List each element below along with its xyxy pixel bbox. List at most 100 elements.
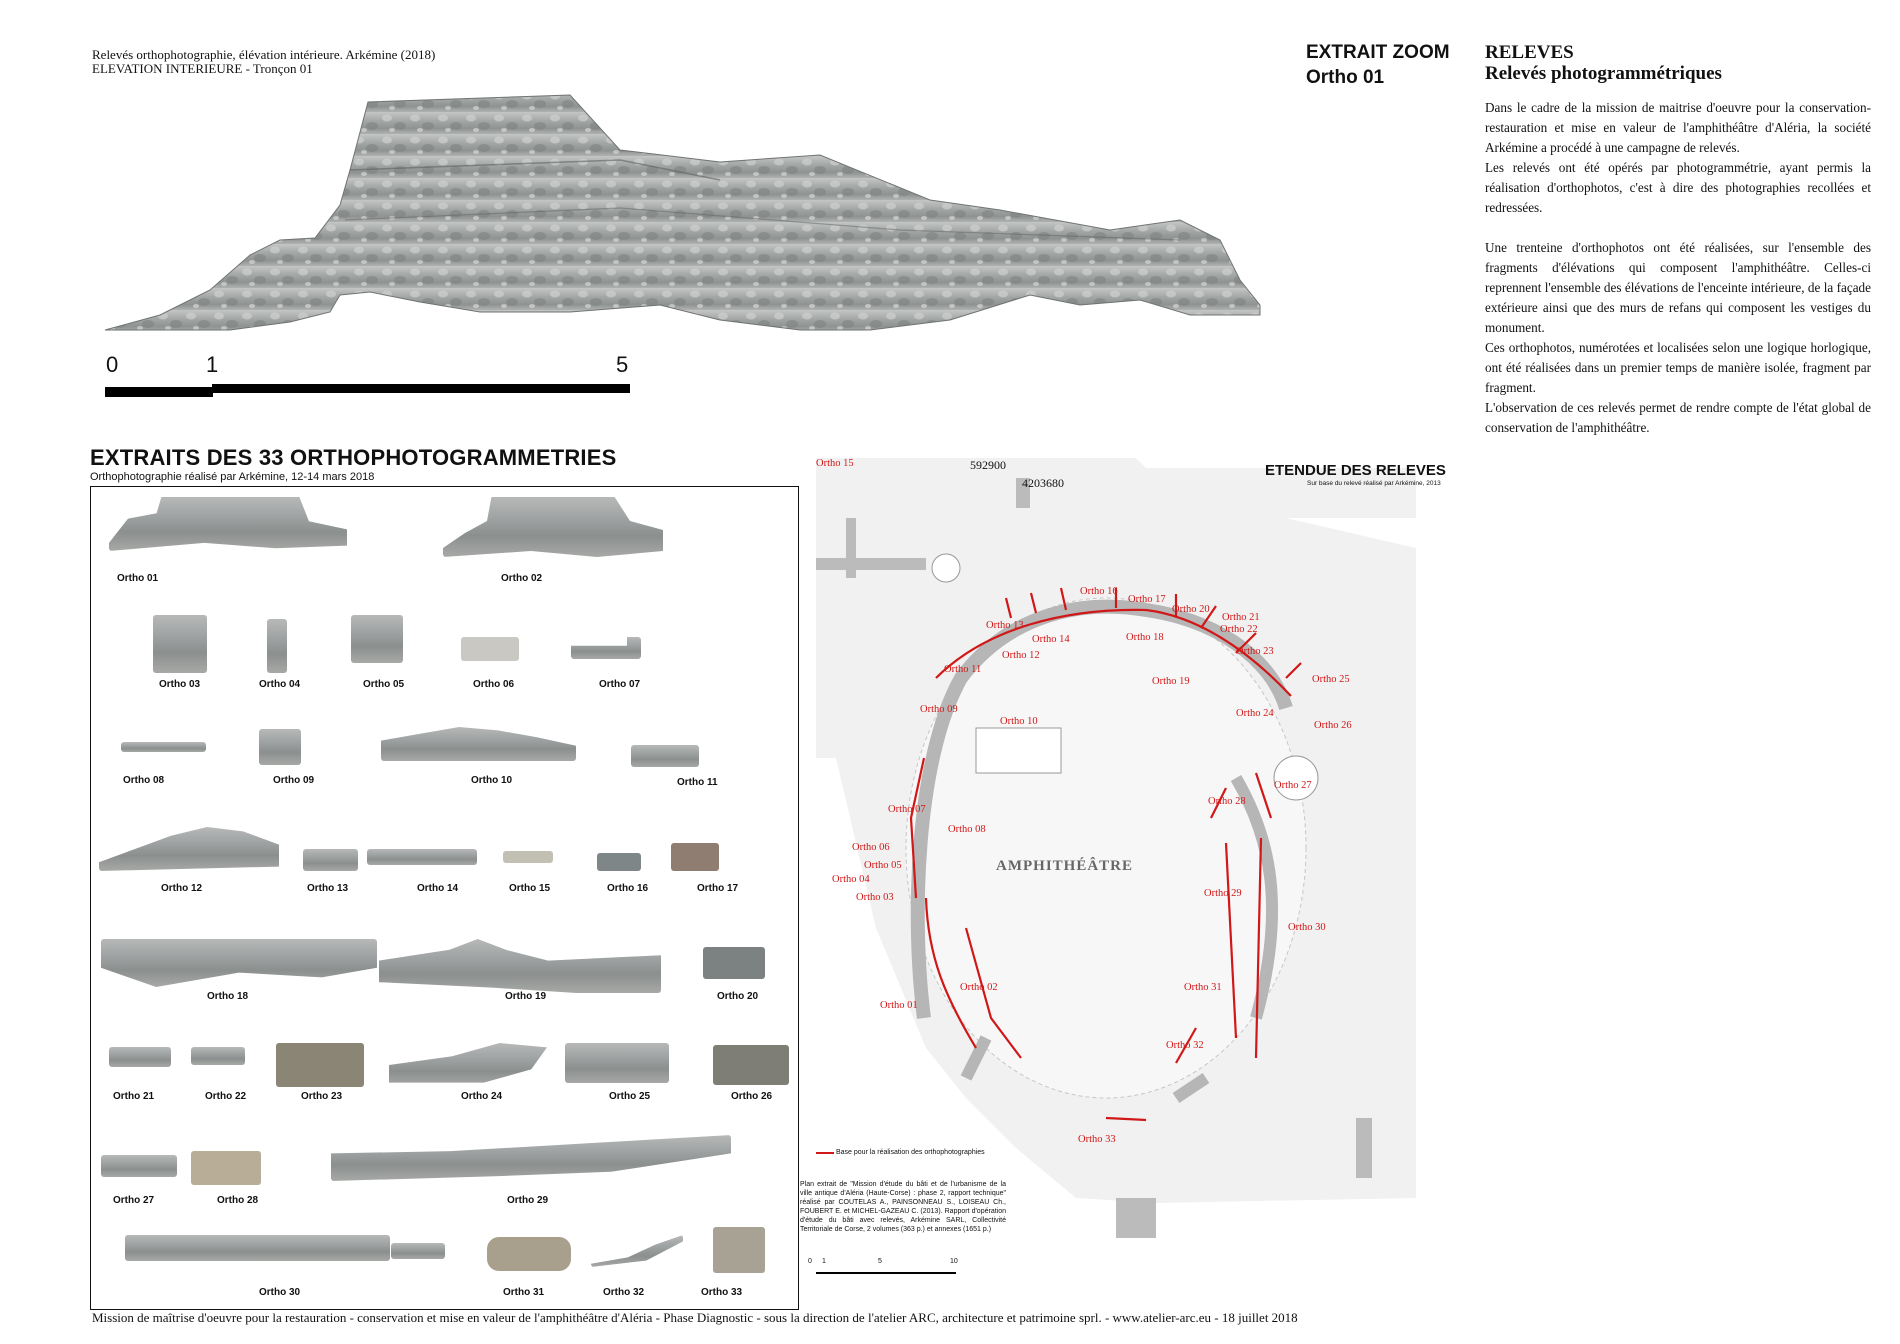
scale-bar-segment-2: [212, 384, 630, 393]
map-ortho-02: Ortho 02: [960, 982, 998, 993]
doc-header-line2: ELEVATION INTERIEURE - Tronçon 01: [92, 61, 313, 76]
ortho-13-label: Ortho 13: [307, 883, 349, 894]
map-ortho-20: Ortho 20: [1172, 604, 1210, 615]
map-ortho-30: Ortho 30: [1288, 922, 1326, 933]
ortho-18-label: Ortho 18: [207, 991, 249, 1002]
releves-para-4: Ces orthophotos, numérotées et localisée…: [1485, 340, 1871, 395]
releves-title: RELEVES: [1485, 42, 1574, 63]
map-panel: 592900 4203680 AMPHITHÉÂTRE Ortho 13 Ort…: [800, 458, 1416, 1278]
ortho-27-thumb: [101, 1155, 177, 1177]
ortho-23-thumb: [276, 1043, 364, 1087]
map-ortho-06: Ortho 06: [852, 842, 890, 853]
ortho-19-thumb: [379, 939, 661, 993]
ortho-12-label: Ortho 12: [161, 883, 203, 894]
zoom-title: EXTRAIT ZOOM: [1306, 42, 1450, 63]
ortho-28-label: Ortho 28: [217, 1195, 259, 1206]
ortho-17-thumb: [671, 843, 719, 871]
releves-para-1: Dans le cadre de la mission de maitrise …: [1485, 100, 1871, 155]
ortho-31-thumb: [487, 1237, 571, 1271]
ortho-23-label: Ortho 23: [301, 1091, 343, 1102]
ortho-16-label: Ortho 16: [607, 883, 649, 894]
ortho-11-label: Ortho 11: [677, 777, 718, 788]
ortho-01-label: Ortho 01: [117, 573, 159, 584]
ortho-09-thumb: [259, 729, 301, 765]
scale-label-5: 5: [616, 352, 629, 377]
map-ortho-19: Ortho 19: [1152, 676, 1190, 687]
ortho-27-label: Ortho 27: [113, 1195, 155, 1206]
page-footer: Mission de maîtrise d'oeuvre pour la res…: [92, 1310, 1298, 1325]
ortho-30-thumb: [125, 1235, 390, 1261]
map-ortho-15: Ortho 15: [816, 458, 854, 469]
ortho-02-thumb: [443, 497, 663, 557]
map-ortho-16: Ortho 16: [1080, 586, 1118, 597]
map-ortho-18: Ortho 18: [1126, 632, 1164, 643]
ortho-33-label: Ortho 33: [701, 1287, 743, 1298]
map-ortho-14: Ortho 14: [1032, 634, 1070, 645]
ortho-13-thumb: [303, 849, 358, 871]
ortho-16-thumb: [597, 853, 641, 871]
map-ortho-08: Ortho 08: [948, 824, 986, 835]
scale-bar-segment-1: [105, 387, 213, 397]
map-coord-x: 592900: [970, 458, 1006, 472]
ortho-31-label: Ortho 31: [503, 1287, 545, 1298]
ortho-12-thumb: [99, 827, 279, 871]
map-center-label: AMPHITHÉÂTRE: [996, 858, 1134, 874]
releves-subtitle: Relevés photogrammétriques: [1485, 63, 1722, 84]
map-scale-0: 0: [808, 1258, 812, 1265]
ortho-15-label: Ortho 15: [509, 883, 551, 894]
extraits-title: EXTRAITS DES 33 ORTHOPHOTOGRAMMETRIES: [90, 445, 617, 470]
ortho-06-thumb: [461, 637, 519, 661]
zoom-subtitle: Ortho 01: [1306, 67, 1385, 88]
ortho-01-thumb: [109, 497, 347, 551]
extraits-subtitle: Orthophotographie réalisé par Arkémine, …: [90, 471, 375, 483]
map-ortho-27: Ortho 27: [1274, 780, 1312, 791]
ortho-29-label: Ortho 29: [507, 1195, 549, 1206]
ortho-08-label: Ortho 08: [123, 775, 165, 786]
ortho-30b-thumb: [391, 1243, 445, 1259]
ortho-18-thumb: [101, 939, 377, 987]
ortho-21-label: Ortho 21: [113, 1091, 155, 1102]
ortho-05-thumb: [351, 615, 403, 663]
map-ortho-29: Ortho 29: [1204, 888, 1242, 899]
ortho-04-label: Ortho 04: [259, 679, 301, 690]
map-ortho-22: Ortho 22: [1220, 624, 1258, 635]
ortho-19-label: Ortho 19: [505, 991, 547, 1002]
releves-para-3: Une trenteine d'orthophotos ont été réal…: [1485, 240, 1871, 335]
ortho-03-thumb: [153, 615, 207, 673]
map-ortho-21: Ortho 21: [1222, 612, 1260, 623]
ortho-20-label: Ortho 20: [717, 991, 759, 1002]
map-ortho-13: Ortho 13: [986, 620, 1024, 631]
map-ortho-12: Ortho 12: [1002, 650, 1040, 661]
ortho-10-label: Ortho 10: [471, 775, 513, 786]
scale-label-1: 1: [206, 352, 219, 377]
map-ortho-07: Ortho 07: [888, 804, 926, 815]
ortho-32-label: Ortho 32: [603, 1287, 645, 1298]
ortho-21-thumb: [109, 1047, 171, 1067]
map-ortho-28: Ortho 28: [1208, 796, 1246, 807]
map-ortho-33: Ortho 33: [1078, 1134, 1116, 1145]
map-subtitle: Sur base du relevé réalisé par Arkémine,…: [1307, 480, 1441, 487]
ortho-09-label: Ortho 09: [273, 775, 315, 786]
releves-text: Dans le cadre de la mission de maitrise …: [1485, 98, 1871, 438]
map-ortho-11: Ortho 11: [944, 664, 982, 675]
ortho-02-label: Ortho 02: [501, 573, 543, 584]
map-title: ETENDUE DES RELEVES: [1265, 462, 1446, 479]
releves-para-2: Les relevés ont été opérés par photogram…: [1485, 160, 1871, 215]
ortho-07-label: Ortho 07: [599, 679, 641, 690]
ortho-01-zoom-image: [104, 94, 1261, 331]
map-ortho-24: Ortho 24: [1236, 708, 1274, 719]
doc-header-line1: Relevés orthophotographie, élévation int…: [92, 47, 436, 62]
ortho-17-label: Ortho 17: [697, 883, 739, 894]
ortho-07-thumb: [571, 637, 641, 659]
ortho-24-label: Ortho 24: [461, 1091, 503, 1102]
map-ortho-03: Ortho 03: [856, 892, 894, 903]
map-ortho-25: Ortho 25: [1312, 674, 1350, 685]
ortho-20-thumb: [703, 947, 765, 979]
ortho-30-label: Ortho 30: [259, 1287, 301, 1298]
ortho-24-thumb: [389, 1043, 547, 1083]
map-scale-1: 1: [822, 1258, 826, 1265]
ortho-25-thumb: [565, 1043, 669, 1083]
ortho-33-thumb: [713, 1227, 765, 1273]
ortho-28-thumb: [191, 1151, 261, 1185]
map-ortho-10: Ortho 10: [1000, 716, 1038, 727]
